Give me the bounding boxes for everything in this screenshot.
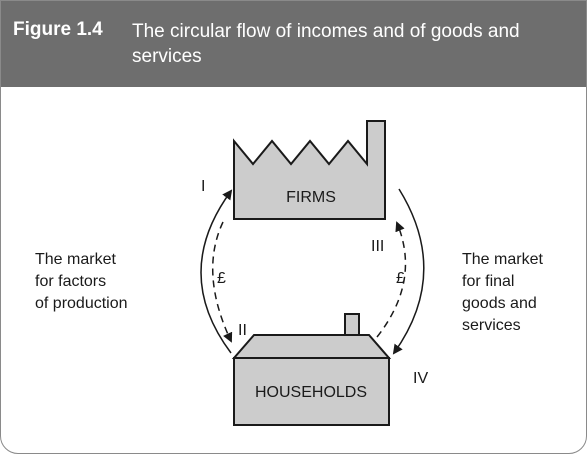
market-final-line-4: services (462, 317, 521, 334)
market-final-line-1: The market (462, 251, 543, 268)
figure-title: The circular flow of incomes and of good… (132, 21, 520, 67)
flow-label-iii: III (371, 238, 384, 255)
flow-arrow-iv-goods-to-households (392, 188, 425, 355)
market-factors-line-2: for factors (35, 273, 107, 290)
flow-label-ii: II (238, 322, 247, 339)
households-chimney (344, 313, 360, 337)
market-final-line-2: for final (462, 273, 515, 290)
households-box (233, 357, 390, 426)
firms-label: FIRMS (286, 189, 336, 206)
figure-header: Figure 1.4 The circular flow of incomes … (1, 1, 586, 87)
flow-arrow-ii-income-to-households (211, 221, 233, 343)
market-factors-line-3: of production (35, 295, 128, 312)
money-symbol-left: £ (217, 270, 226, 287)
market-final-line-3: goods and (462, 295, 537, 312)
figure-number: Figure 1.4 (13, 19, 103, 40)
households-roof (231, 334, 392, 359)
market-final-goods-label: The market for final goods and services (462, 249, 543, 337)
money-symbol-right: £ (396, 270, 405, 287)
market-factors-label: The market for factors of production (35, 249, 128, 315)
flow-label-iv: IV (413, 370, 428, 387)
flow-arrow-i-factors-to-firms (200, 189, 233, 354)
firms-building (233, 120, 386, 220)
flow-label-i: I (201, 178, 205, 195)
households-label: HOUSEHOLDS (255, 384, 367, 401)
market-factors-line-1: The market (35, 251, 116, 268)
flow-arrow-iii-spending-to-firms (376, 221, 407, 338)
